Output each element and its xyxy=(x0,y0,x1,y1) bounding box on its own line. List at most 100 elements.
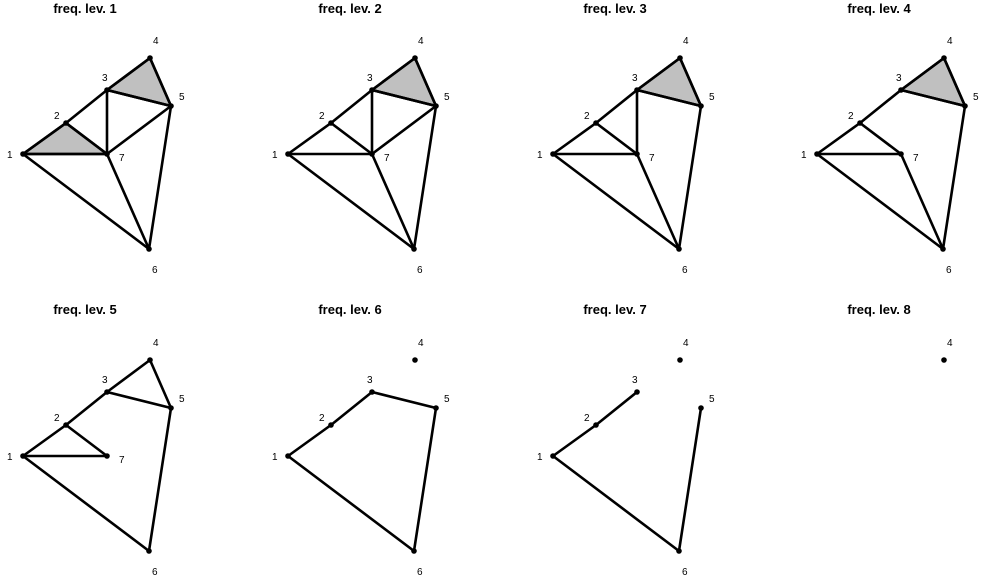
node-label-6: 6 xyxy=(946,265,952,276)
edge-5-6 xyxy=(941,104,967,251)
edge-2-3 xyxy=(594,390,639,427)
node-label-1: 1 xyxy=(7,150,13,161)
node-label-1: 1 xyxy=(537,150,543,161)
edge-2-7 xyxy=(329,121,374,156)
node-2 xyxy=(63,422,69,428)
edge-1-2 xyxy=(286,423,333,458)
node-label-3: 3 xyxy=(102,73,108,84)
node-6 xyxy=(676,548,682,554)
edge-1-2 xyxy=(286,121,333,156)
node-5 xyxy=(433,405,439,411)
node-label-6: 6 xyxy=(682,567,688,578)
edge-2-7 xyxy=(858,121,903,156)
node-6 xyxy=(411,246,417,252)
edge-5-6 xyxy=(412,104,438,251)
node-label-5: 5 xyxy=(179,394,185,405)
node-3 xyxy=(898,87,904,93)
node-5 xyxy=(698,103,704,109)
node-3 xyxy=(369,87,375,93)
node-label-6: 6 xyxy=(417,265,423,276)
node-4 xyxy=(412,357,418,363)
node-7 xyxy=(104,453,110,459)
node-2 xyxy=(593,120,599,126)
node-label-7: 7 xyxy=(913,153,919,164)
node-label-5: 5 xyxy=(444,394,450,405)
panel-title: freq. lev. 6 xyxy=(318,302,381,317)
node-5 xyxy=(962,103,968,109)
node-3 xyxy=(104,87,110,93)
node-4 xyxy=(147,55,153,61)
node-label-2: 2 xyxy=(848,111,854,122)
edge-4-5 xyxy=(678,56,703,108)
node-3 xyxy=(369,389,375,395)
edge-6-7 xyxy=(105,152,151,251)
edge-6-7 xyxy=(370,152,416,251)
edge-1-2 xyxy=(551,121,598,156)
node-7 xyxy=(634,151,640,157)
node-label-5: 5 xyxy=(709,92,715,103)
node-1 xyxy=(285,151,291,157)
node-label-6: 6 xyxy=(417,567,423,578)
node-6 xyxy=(146,548,152,554)
node-label-4: 4 xyxy=(947,338,953,349)
edge-2-3 xyxy=(594,88,639,125)
node-label-4: 4 xyxy=(683,338,689,349)
edge-3-5 xyxy=(899,88,967,108)
edge-1-6 xyxy=(21,152,151,251)
edge-4-5 xyxy=(148,358,173,410)
node-label-3: 3 xyxy=(896,73,902,84)
panel-title: freq. lev. 5 xyxy=(53,302,116,317)
node-label-7: 7 xyxy=(649,153,655,164)
node-label-3: 3 xyxy=(102,375,108,386)
node-label-2: 2 xyxy=(54,413,60,424)
edge-1-2 xyxy=(815,121,862,156)
node-label-3: 3 xyxy=(632,73,638,84)
node-label-3: 3 xyxy=(367,375,373,386)
node-3 xyxy=(634,389,640,395)
edge-5-6 xyxy=(147,406,173,553)
edge-3-4 xyxy=(635,56,682,92)
panel-title: freq. lev. 1 xyxy=(53,1,116,16)
edge-1-6 xyxy=(286,454,416,553)
edge-1-6 xyxy=(815,152,945,251)
node-label-2: 2 xyxy=(319,413,325,424)
filled-triangle-1-2-7 xyxy=(21,121,109,156)
node-1 xyxy=(550,151,556,157)
node-label-5: 5 xyxy=(709,394,715,405)
edge-6-7 xyxy=(899,152,945,251)
edge-3-5 xyxy=(105,390,173,410)
edge-4-5 xyxy=(413,56,438,108)
edge-2-3 xyxy=(64,390,109,427)
node-1 xyxy=(814,151,820,157)
node-label-1: 1 xyxy=(272,150,278,161)
edge-3-5 xyxy=(370,390,438,410)
node-label-1: 1 xyxy=(7,452,13,463)
node-label-4: 4 xyxy=(153,36,159,47)
edge-1-6 xyxy=(286,152,416,251)
panel-title: freq. lev. 7 xyxy=(583,302,646,317)
edge-4-5 xyxy=(148,56,173,108)
edge-2-3 xyxy=(329,390,374,427)
edge-6-7 xyxy=(635,152,681,251)
node-label-3: 3 xyxy=(632,375,638,386)
node-6 xyxy=(676,246,682,252)
panel-title: freq. lev. 2 xyxy=(318,1,381,16)
edge-3-5 xyxy=(105,88,173,108)
edge-3-5 xyxy=(635,88,703,108)
node-label-4: 4 xyxy=(153,338,159,349)
node-6 xyxy=(146,246,152,252)
node-label-5: 5 xyxy=(444,92,450,103)
panel-title: freq. lev. 4 xyxy=(847,1,911,16)
edge-2-3 xyxy=(64,88,109,125)
node-4 xyxy=(147,357,153,363)
node-label-6: 6 xyxy=(152,567,158,578)
edge-1-2 xyxy=(21,121,68,156)
node-1 xyxy=(20,453,26,459)
panel-8: freq. lev. 84 xyxy=(847,302,953,363)
node-5 xyxy=(433,103,439,109)
edge-3-4 xyxy=(370,56,417,92)
edge-1-6 xyxy=(551,152,681,251)
